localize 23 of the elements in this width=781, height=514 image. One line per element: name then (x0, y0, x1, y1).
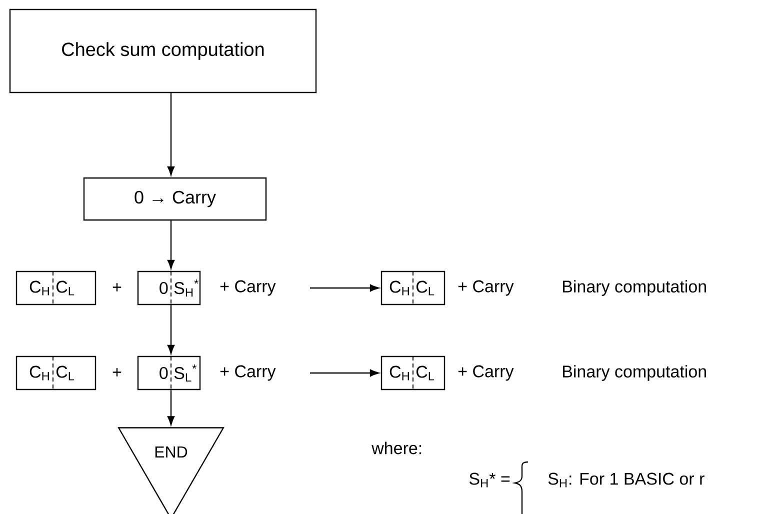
label-text: S$_{H}$: For 1 BASIC or r (548, 472, 704, 488)
label-text: Binary computation (563, 365, 706, 381)
arrow (167, 220, 175, 269)
register-box: 0 S$_{L}$* (137, 356, 201, 390)
register-box: C$_{H}$ C$_{L}$ (16, 356, 96, 390)
register-box: C$_{H}$ C$_{L}$ (380, 356, 446, 390)
label-text: S$_{H}$* = (469, 472, 510, 488)
register-box: 0 S$_{H}$* (137, 270, 201, 306)
arrow (167, 93, 175, 176)
label-text: Binary computation (563, 280, 706, 296)
register-box: C$_{H}$ C$_{L}$ (380, 270, 446, 306)
arrow (310, 369, 379, 377)
arrow (310, 284, 379, 292)
label-text: + Carry (220, 365, 276, 381)
label-text: + (112, 283, 122, 292)
process-box: Check sum computation (9, 8, 317, 94)
arrow (167, 305, 175, 354)
register-box: C$_{H}$ C$_{L}$ (16, 270, 96, 306)
label-text: where: (372, 442, 422, 454)
process-box: 0 → Carry (83, 177, 267, 221)
label-text: + (112, 368, 122, 376)
arrow (167, 390, 175, 426)
label-text: + Carry (220, 280, 276, 296)
